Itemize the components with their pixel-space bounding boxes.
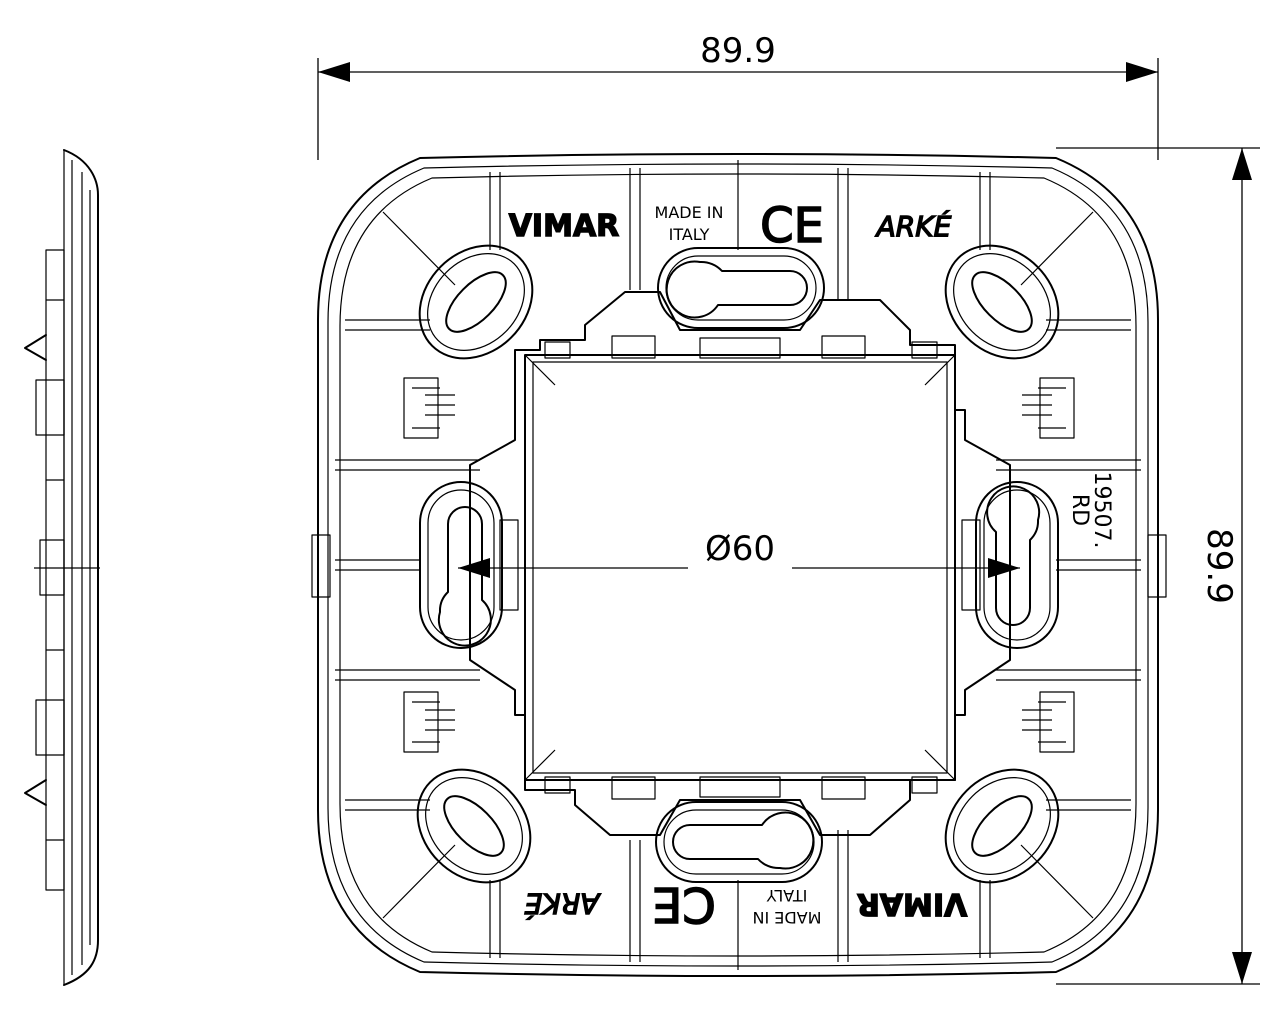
ce-marking-top: CE (760, 198, 824, 254)
brand-marking-top: VIMAR (509, 209, 620, 244)
corner-slot-top-left (418, 244, 534, 360)
keyhole-slot-bottom (655, 801, 823, 883)
origin-marking-top-line2: ITALY (669, 225, 710, 244)
side-profile-view (24, 149, 100, 986)
width-dimension-label: 89.9 (700, 31, 776, 71)
series-marking-bottom: ARKÉ (524, 887, 601, 921)
keyhole-slot-left (419, 481, 503, 649)
series-marking-top: ARKÉ (875, 209, 952, 243)
keyhole-slot-right (975, 481, 1059, 649)
diameter-dimension-label: Ø60 (705, 529, 775, 569)
keyhole-slot-top (657, 247, 825, 329)
product-code-line1: 19507. (1089, 472, 1114, 549)
origin-marking-bottom-line1: MADE IN (753, 908, 822, 927)
diameter-dimension: Ø60 (458, 529, 1020, 578)
origin-marking-bottom-line2: ITALY (766, 886, 807, 905)
ce-marking-bottom: CE (652, 876, 716, 932)
product-code-line2: RD (1067, 494, 1092, 526)
width-dimension: 89.9 (317, 31, 1159, 160)
brand-marking-bottom: VIMAR (857, 886, 968, 921)
origin-marking-top-line1: MADE IN (655, 203, 724, 222)
clip-details (403, 377, 1075, 753)
height-dimension-label: 89.9 (1199, 528, 1239, 604)
height-dimension: 89.9 (1056, 147, 1260, 985)
corner-slot-bottom-right (944, 768, 1060, 884)
corner-slot-bottom-left (416, 768, 532, 884)
corner-slot-top-right (944, 244, 1060, 360)
